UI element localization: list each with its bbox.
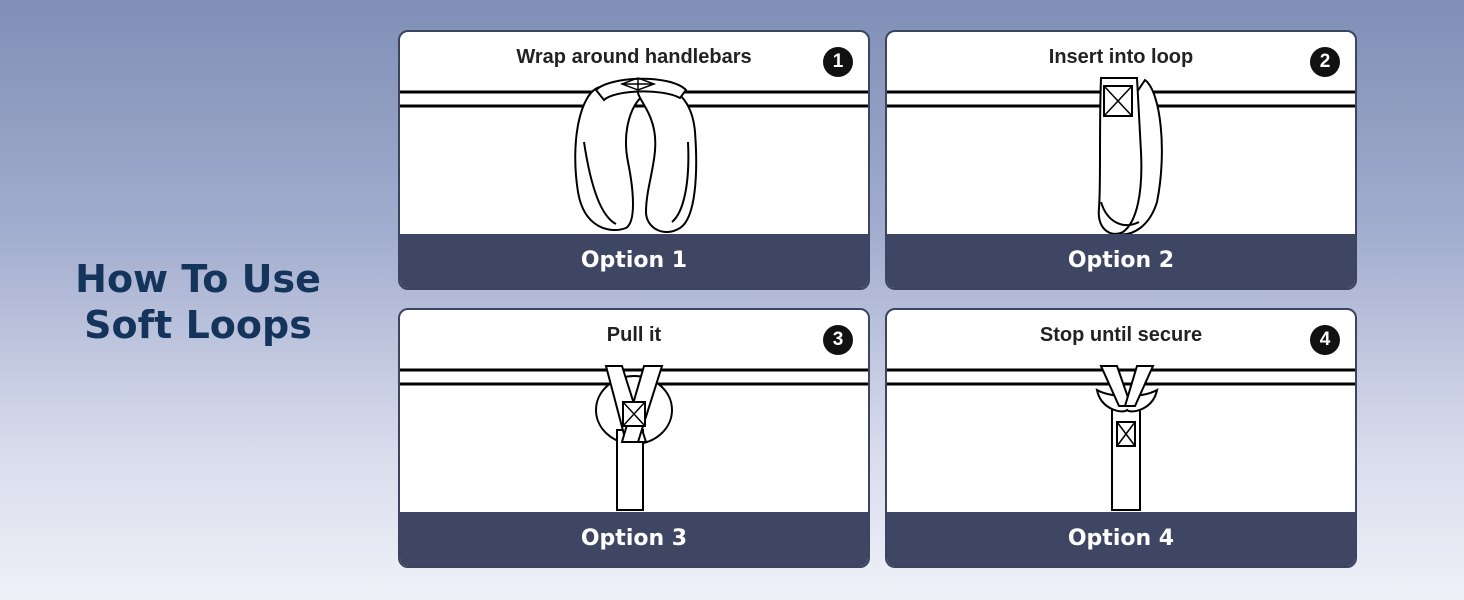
option-label: Option 2 xyxy=(887,234,1355,288)
insert-into-loop-illustration xyxy=(887,77,1355,236)
step-instruction: Insert into loop xyxy=(1048,46,1194,68)
page-title: How To Use Soft Loops xyxy=(60,256,336,348)
option-label: Option 1 xyxy=(400,234,868,288)
step-instruction: Wrap around handlebars xyxy=(516,46,752,68)
option-label: Option 3 xyxy=(400,512,868,566)
option-label: Option 4 xyxy=(887,512,1355,566)
stop-until-secure-illustration xyxy=(887,365,1355,511)
step-card-3: Pull it 3 Option 3 xyxy=(398,308,870,568)
step-card-1: Wrap around handlebars 1 Option 1 xyxy=(398,30,870,290)
wrap-around-handlebars-illustration xyxy=(400,77,868,233)
step-card-2: Insert into loop 2 Option 2 xyxy=(885,30,1357,290)
step-card-4: Stop until secure 4 Option 4 xyxy=(885,308,1357,568)
step-number-badge: 1 xyxy=(823,47,853,77)
step-number-badge: 2 xyxy=(1310,47,1340,77)
step-number-badge: 3 xyxy=(823,325,853,355)
step-number-badge: 4 xyxy=(1310,325,1340,355)
step-instruction: Pull it xyxy=(606,324,662,346)
pull-it-illustration xyxy=(400,365,868,511)
page-title-line-1: How To Use xyxy=(75,257,321,301)
step-instruction: Stop until secure xyxy=(1039,324,1203,346)
page-title-line-2: Soft Loops xyxy=(84,303,312,347)
